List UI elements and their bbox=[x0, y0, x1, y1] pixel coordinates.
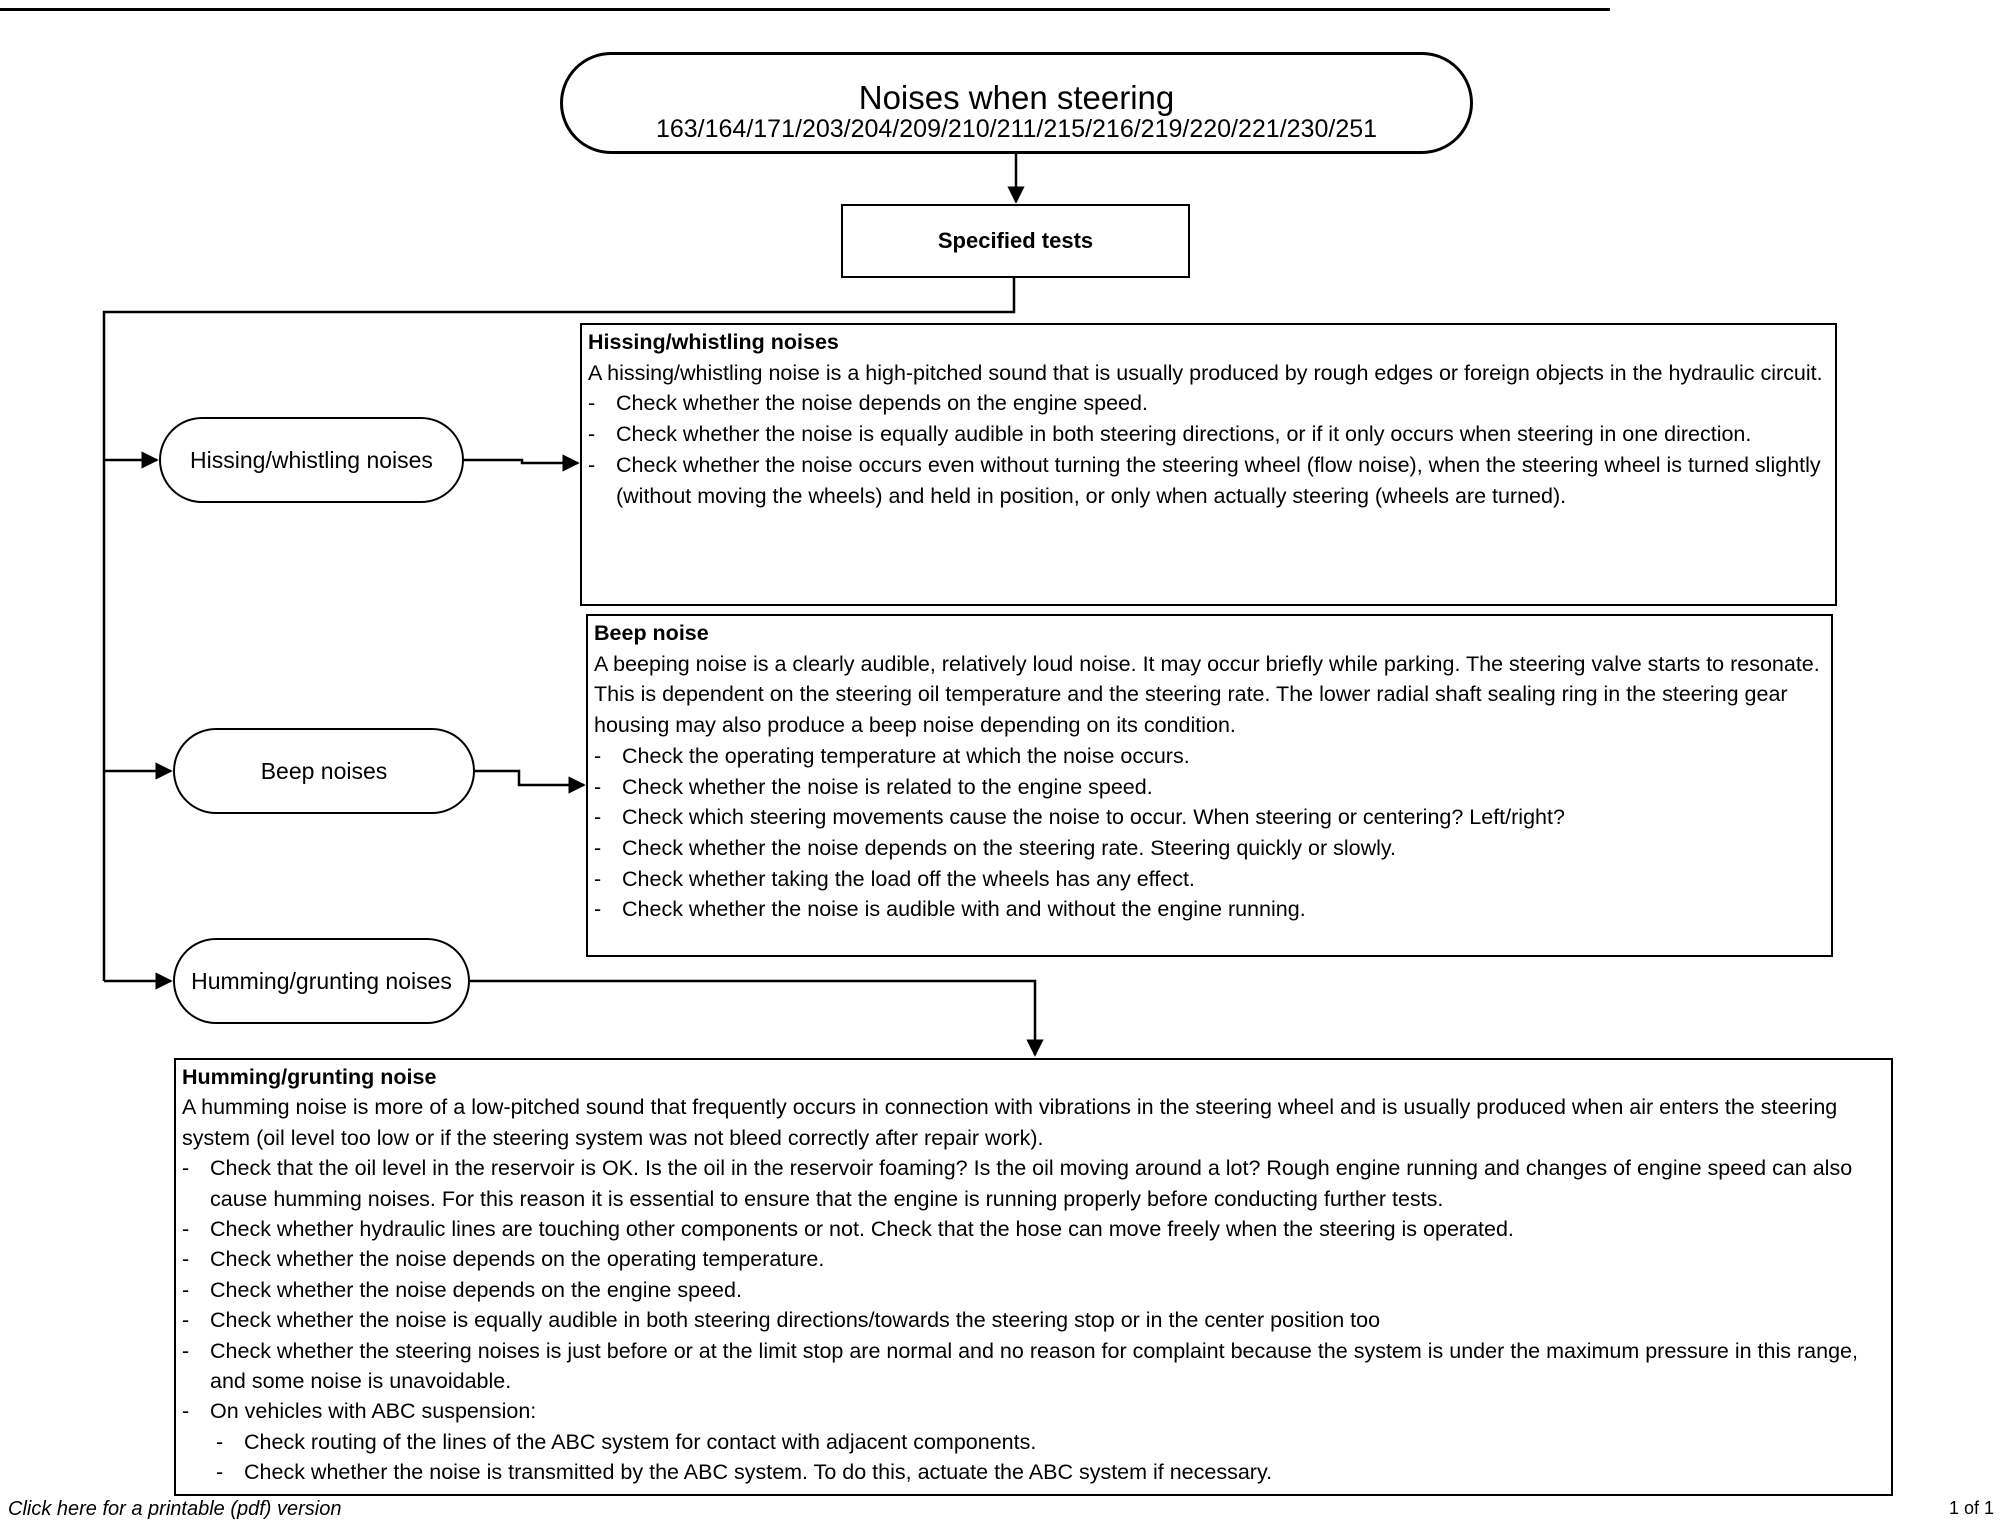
specified-tests-box: Specified tests bbox=[841, 204, 1190, 278]
printable-pdf-link[interactable]: Click here for a printable (pdf) version bbox=[8, 1498, 342, 1520]
specified-tests-label: Specified tests bbox=[937, 228, 1094, 253]
list-item: -Check whether the noise is equally audi… bbox=[182, 1308, 1381, 1333]
list-item: -Check whether the noise occurs even wit… bbox=[588, 452, 1821, 508]
list-item: -Check whether the noise depends on the … bbox=[594, 835, 1397, 860]
branch-hissing-label: Hissing/whistling noises bbox=[190, 446, 433, 473]
start-terminal: Noises when steering 163/164/171/203/204… bbox=[560, 52, 1473, 154]
hissing-info-box: Hissing/whistling noises A hissing/whist… bbox=[580, 323, 1837, 606]
list-item: -Check whether taking the load off the w… bbox=[594, 866, 1195, 891]
humming-intro: A humming noise is more of a low-pitched… bbox=[182, 1095, 1838, 1150]
list-item: -Check whether the noise is audible with… bbox=[594, 897, 1306, 922]
model-list: 163/164/171/203/204/209/210/211/215/216/… bbox=[655, 115, 1378, 143]
list-item: -Check whether the noise is related to t… bbox=[594, 774, 1153, 799]
list-item: -Check whether the noise is equally audi… bbox=[588, 422, 1752, 447]
list-item: -Check whether hydraulic lines are touch… bbox=[182, 1217, 1514, 1242]
page-number: 1 of 1 bbox=[1948, 1498, 1994, 1518]
list-item: -On vehicles with ABC suspension: bbox=[182, 1399, 537, 1424]
hissing-intro: A hissing/whistling noise is a high-pitc… bbox=[588, 360, 1823, 385]
beep-title: Beep noise bbox=[594, 621, 709, 645]
branch-hissing: Hissing/whistling noises bbox=[159, 417, 464, 503]
humming-title: Humming/grunting noise bbox=[182, 1065, 437, 1089]
list-item: -Check which steering movements cause th… bbox=[594, 805, 1565, 830]
list-item: -Check whether the noise depends on the … bbox=[588, 391, 1148, 416]
list-item: -Check whether the noise depends on the … bbox=[182, 1277, 742, 1302]
list-item: -Check whether the noise depends on the … bbox=[182, 1247, 825, 1272]
list-item: -Check that the oil level in the reservo… bbox=[182, 1156, 1853, 1211]
branch-humming: Humming/grunting noises bbox=[173, 938, 470, 1024]
top-rule bbox=[0, 8, 1610, 11]
beep-info-box: Beep noise A beeping noise is a clearly … bbox=[586, 614, 1833, 957]
list-item: -Check the operating temperature at whic… bbox=[594, 743, 1190, 768]
branch-humming-label: Humming/grunting noises bbox=[191, 967, 452, 994]
branch-beep-label: Beep noises bbox=[260, 757, 388, 784]
sub-list-item: -Check whether the noise is transmitted … bbox=[216, 1460, 1273, 1485]
humming-info-box: Humming/grunting noise A humming noise i… bbox=[174, 1058, 1893, 1496]
branch-beep: Beep noises bbox=[173, 728, 475, 814]
list-item: -Check whether the steering noises is ju… bbox=[182, 1338, 1858, 1394]
sub-list-item: -Check routing of the lines of the ABC s… bbox=[216, 1429, 1037, 1454]
beep-intro: A beeping noise is a clearly audible, re… bbox=[594, 651, 1820, 738]
diagram-title: Noises when steering bbox=[858, 79, 1175, 116]
hissing-title: Hissing/whistling noises bbox=[588, 330, 839, 354]
